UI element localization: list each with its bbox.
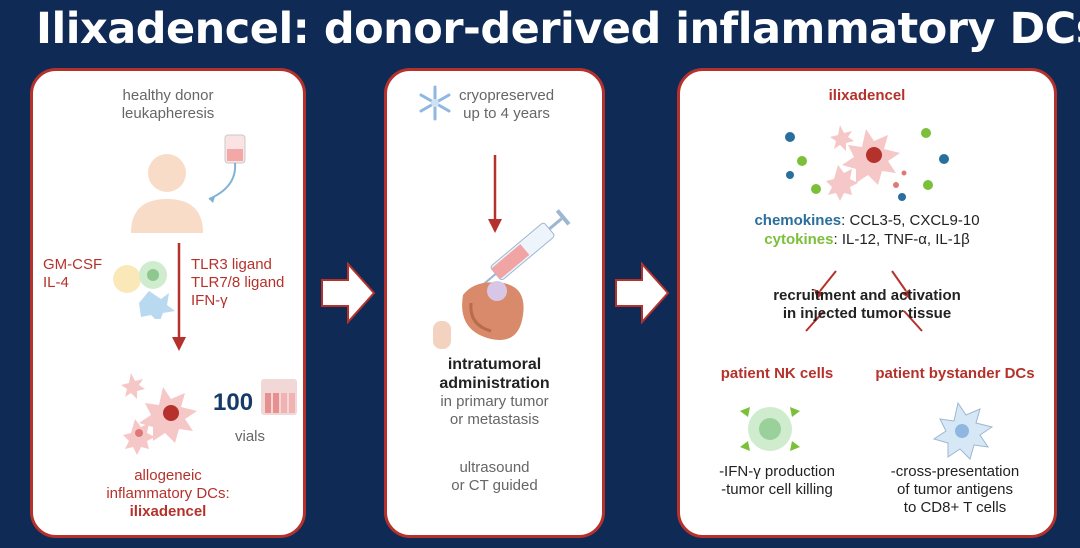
panel-manufacturing: healthy donor leukapheresis GM-CSF IL-4 … bbox=[30, 68, 306, 538]
factor-il4: IL-4 bbox=[43, 274, 69, 291]
chemokines-value: : CCL3-5, CXCL9-10 bbox=[841, 212, 980, 229]
admin-line-1: intratumoral bbox=[447, 356, 542, 373]
flow-arrow-icon-1 bbox=[321, 262, 376, 324]
recruit-line-1: recruitment and activation bbox=[773, 287, 961, 304]
source-line-2: leukapheresis bbox=[121, 105, 215, 122]
chemokines-label: chemokines bbox=[754, 212, 842, 229]
right-factors: TLR3 ligand TLR7/8 ligand IFN-γ bbox=[191, 256, 284, 310]
precursor-cells-icon bbox=[113, 261, 175, 319]
bystander-dc-icon bbox=[932, 401, 994, 460]
source-line-1: healthy donor bbox=[122, 87, 214, 104]
dc-line-3: to CD8+ T cells bbox=[903, 499, 1007, 516]
dc-line-2: of tumor antigens bbox=[897, 481, 1013, 498]
admin-line-4: or metastasis bbox=[449, 411, 540, 428]
nk-heading: patient NK cells bbox=[720, 365, 834, 382]
vial-box-icon bbox=[261, 379, 297, 415]
recruit-line-2: in injected tumor tissue bbox=[782, 305, 952, 322]
storage-arrow-icon bbox=[488, 155, 502, 233]
vial-label: vials bbox=[235, 428, 266, 445]
guide-line-2: or CT guided bbox=[451, 477, 538, 494]
nk-cell-icon bbox=[740, 407, 800, 451]
dc-heading: patient bystander DCs bbox=[875, 365, 1035, 382]
left-factors: GM-CSF IL-4 bbox=[43, 256, 102, 292]
product-label: allogeneic inflammatory DCs: ilixadencel bbox=[33, 467, 303, 521]
branch-arrows-icon bbox=[805, 270, 923, 332]
injection-icon bbox=[433, 209, 571, 349]
nk-line-1: -IFN-γ production bbox=[719, 463, 835, 480]
source-label: healthy donor leukapheresis bbox=[33, 87, 303, 123]
factor-tlr3: TLR3 ligand bbox=[191, 256, 272, 273]
guidance-label: ultrasound or CT guided bbox=[387, 459, 602, 495]
product-line-2: inflammatory DCs: bbox=[106, 485, 230, 502]
nk-line-2: -tumor cell killing bbox=[721, 481, 833, 498]
storage-line-2: up to 4 years bbox=[463, 105, 550, 122]
storage-label: cryopreserved up to 4 years bbox=[459, 87, 554, 123]
cytokines-line: cytokines: IL-12, TNF-α, IL-1β bbox=[680, 231, 1054, 249]
nk-effects: -IFN-γ production -tumor cell killing bbox=[702, 463, 852, 499]
panel-administration: cryopreserved up to 4 years intratumoral… bbox=[384, 68, 605, 538]
snowflake-icon bbox=[419, 85, 451, 121]
admin-line-2: administration bbox=[439, 375, 550, 393]
ilixadencel-cluster-icon bbox=[785, 125, 949, 201]
factor-gmcsf: GM-CSF bbox=[43, 256, 103, 273]
donor-icon bbox=[131, 134, 246, 233]
recruit-label: recruitment and activation in injected t… bbox=[680, 287, 1054, 323]
dc-effects: -cross-presentation of tumor antigens to… bbox=[860, 463, 1050, 517]
cytokines-label: cytokines bbox=[764, 231, 834, 248]
product-line-1: allogeneic bbox=[134, 467, 202, 484]
page-title: Ilixadencel: donor-derived inflammatory … bbox=[36, 4, 1080, 54]
product-line-3: ilixadencel bbox=[129, 503, 207, 520]
vial-count: 100 bbox=[213, 389, 254, 416]
admin-site: in primary tumor or metastasis bbox=[387, 393, 602, 429]
process-arrow-icon bbox=[172, 243, 186, 351]
admin-heading: intratumoral administration bbox=[387, 355, 602, 393]
guide-line-1: ultrasound bbox=[459, 459, 530, 476]
storage-line-1: cryopreserved bbox=[459, 87, 555, 104]
admin-line-3: in primary tumor bbox=[440, 393, 549, 410]
factor-ifng: IFN-γ bbox=[191, 292, 228, 309]
inflammatory-dc-icon bbox=[121, 373, 197, 455]
mechanism-heading: ilixadencel bbox=[828, 87, 906, 104]
cytokines-value: : IL-12, TNF-α, IL-1β bbox=[833, 231, 970, 248]
panel-mechanism: ilixadencel chemokines: CCL3-5, CXCL9-10… bbox=[677, 68, 1057, 538]
dc-line-1: -cross-presentation bbox=[890, 463, 1020, 480]
chemokines-line: chemokines: CCL3-5, CXCL9-10 bbox=[680, 212, 1054, 230]
flow-arrow-icon-2 bbox=[615, 262, 670, 324]
factor-tlr78: TLR7/8 ligand bbox=[191, 274, 285, 291]
